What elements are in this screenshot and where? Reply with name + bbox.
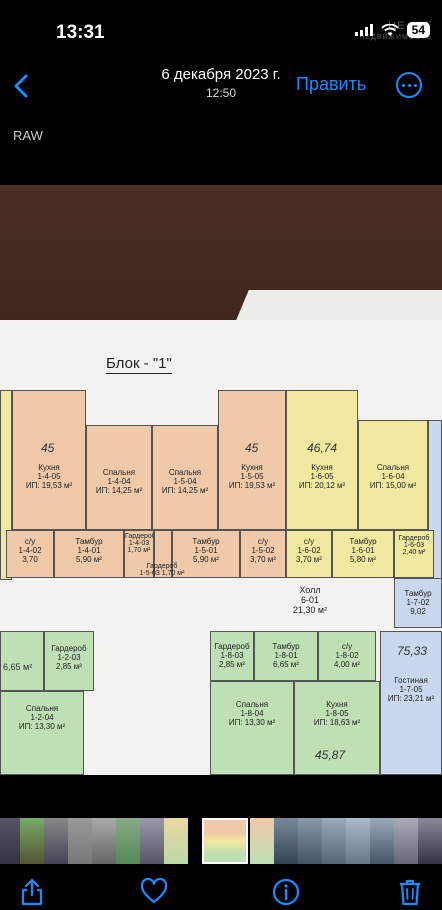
raw-badge: RAW [13,128,43,143]
plan-title: Блок - "1" [106,355,172,374]
status-bar: 13:31 ЦЕ ALT НЕДВИЖИМОСТЬ 54 [0,0,442,62]
photo-time-subtitle: 12:50 [205,86,237,100]
edit-button[interactable]: Править [296,74,367,94]
thumbnail[interactable] [20,818,44,864]
info-icon[interactable] [272,878,300,906]
plan-room: 6,65 м² [0,631,44,691]
signal-icon [354,24,373,36]
bottom-toolbar [0,872,442,910]
thumbnail[interactable] [250,818,274,864]
thumbnail[interactable] [68,818,92,864]
battery-indicator: 54 [406,22,430,38]
share-icon[interactable] [20,878,44,906]
handwritten-note: 46,74 [307,441,338,455]
thumbnail[interactable] [370,818,394,864]
back-chevron-icon[interactable] [8,70,38,102]
thumbnail[interactable] [274,818,298,864]
trash-icon[interactable] [398,878,422,906]
thumbnail[interactable] [394,818,418,864]
plan-room: Гардероб 1-5-03 1,70 м² [139,563,185,577]
thumbnail[interactable] [418,818,442,864]
thumbnail[interactable] [44,818,68,864]
thumbnail[interactable] [322,818,346,864]
thumbnail-current[interactable] [202,818,248,864]
thumbnail[interactable] [346,818,370,864]
thumbnail[interactable] [92,818,116,864]
handwritten-note: 75,33 [397,644,428,658]
status-icons: 54 [354,22,430,38]
photo-date-title: 6 декабря 2023 г. [161,66,281,83]
nav-bar: 6 декабря 2023 г. 12:50 Править [0,62,442,112]
thumbnail-strip[interactable] [0,818,442,864]
thumbnail[interactable] [140,818,164,864]
handwritten-note: 45,87 [315,748,346,762]
thumbnail[interactable] [0,818,20,864]
wifi-icon [380,23,399,36]
thumbnail[interactable] [164,818,188,864]
heart-icon[interactable] [140,878,168,904]
clock: 13:31 [56,22,105,43]
handwritten-note: 45 [41,441,55,455]
thumbnail[interactable] [298,818,322,864]
thumbnail[interactable] [116,818,140,864]
plan-room [154,530,172,578]
handwritten-note: 45 [245,441,259,455]
more-options-icon[interactable] [396,72,422,98]
handwritten-note: 6,65 м² [3,662,33,672]
